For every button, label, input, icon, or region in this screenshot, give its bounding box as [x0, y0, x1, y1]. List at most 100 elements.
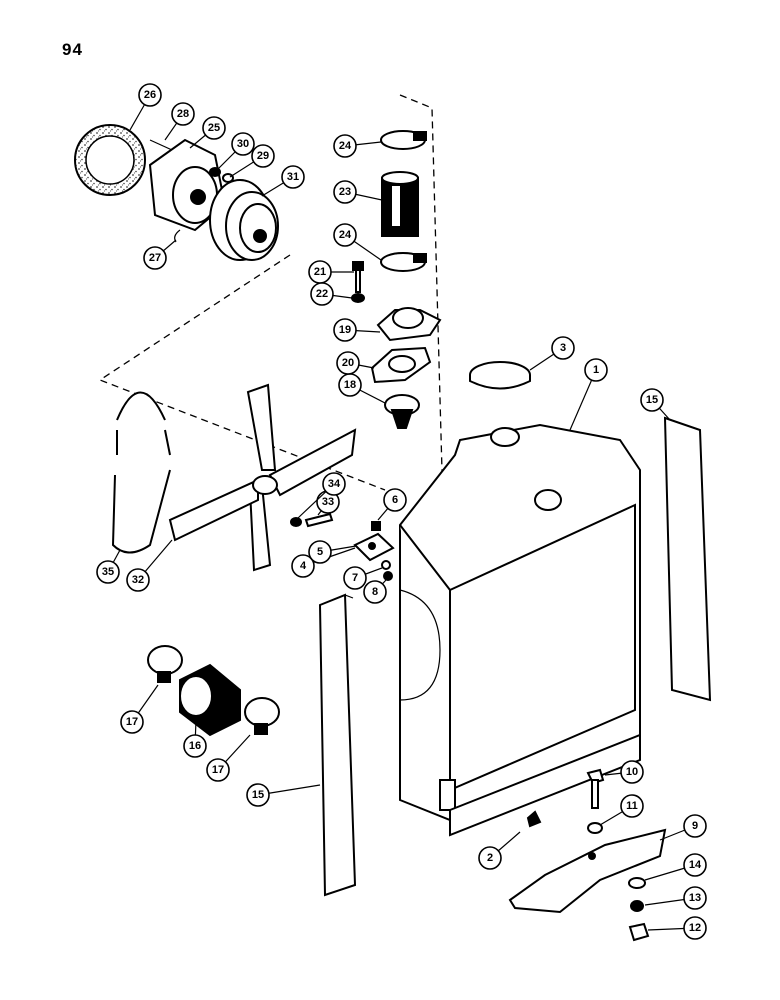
callout-label: 33 — [322, 496, 334, 508]
callout-7: 7 — [343, 566, 383, 590]
callout-15: 15 — [640, 388, 671, 421]
radiator-cap — [469, 361, 531, 390]
callout-label: 28 — [177, 108, 189, 120]
seal-strip-left — [318, 593, 357, 897]
thermostat-gasket — [370, 346, 432, 384]
callout-label: 11 — [626, 800, 638, 812]
callout-21: 21 — [308, 260, 354, 284]
callout-17: 17 — [206, 734, 251, 782]
callout-label: 29 — [257, 150, 269, 162]
callout-label: 3 — [560, 342, 566, 354]
callout-5: 5 — [308, 540, 357, 564]
callout-label: 35 — [102, 566, 114, 578]
callout-circle — [551, 336, 575, 360]
callout-circle — [383, 488, 407, 512]
radiator-part — [399, 423, 641, 837]
gasket-part — [74, 124, 146, 196]
callout-30: 30 — [216, 132, 255, 171]
callout-circle — [333, 318, 357, 342]
callout-circle — [96, 560, 120, 584]
callout-circle — [683, 853, 707, 877]
drain-cock — [526, 810, 542, 828]
callout-24: 24 — [333, 134, 382, 158]
callout-13: 13 — [644, 886, 707, 910]
callout-17: 17 — [120, 684, 159, 734]
callout-label: 4 — [300, 560, 307, 572]
callout-1: 1 — [569, 358, 608, 431]
callout-circle — [308, 540, 332, 564]
callout-label: 32 — [132, 574, 144, 586]
callout-label: 23 — [339, 186, 351, 198]
callout-18: 18 — [338, 373, 386, 404]
callout-22: 22 — [310, 282, 353, 306]
callout-circle — [202, 116, 226, 140]
pulley-part — [209, 179, 279, 261]
callout-circle — [683, 886, 707, 910]
callout-circle — [251, 144, 275, 168]
callout-19: 19 — [333, 318, 381, 342]
callout-11: 11 — [599, 794, 644, 826]
callout-label: 30 — [237, 138, 249, 150]
callout-circle — [206, 758, 230, 782]
callout-circle — [138, 83, 162, 107]
callout-16: 16 — [183, 719, 207, 758]
callout-circle — [333, 134, 357, 158]
callout-3: 3 — [529, 336, 575, 371]
callout-circle — [281, 165, 305, 189]
callout-circle — [126, 568, 150, 592]
callout-label: 10 — [626, 766, 638, 778]
callout-circle — [322, 472, 346, 496]
callout-circle — [620, 794, 644, 818]
callout-label: 2 — [487, 852, 493, 864]
callout-circle — [640, 388, 664, 412]
callout-circle — [310, 282, 334, 306]
callout-label: 17 — [212, 764, 224, 776]
callout-24: 24 — [333, 223, 382, 261]
callout-circle — [143, 246, 167, 270]
callout-label: 34 — [328, 478, 341, 490]
callout-label: 17 — [126, 716, 138, 728]
callout-circle — [363, 580, 387, 604]
fan-belt — [111, 391, 171, 554]
callout-28: 28 — [164, 102, 195, 141]
callout-label: 31 — [287, 171, 299, 183]
thermostat-housing — [376, 307, 442, 342]
callout-31: 31 — [261, 165, 305, 197]
thermostat-part — [384, 394, 420, 429]
callout-35: 35 — [96, 549, 121, 584]
callout-20: 20 — [336, 351, 375, 375]
thermostat-bolt — [351, 261, 365, 303]
callout-label: 9 — [692, 820, 698, 832]
callout-circle — [333, 223, 357, 247]
callout-label: 5 — [317, 546, 323, 558]
callout-circle — [683, 916, 707, 940]
callout-circle — [336, 351, 360, 375]
callout-circle — [333, 180, 357, 204]
callout-circle — [683, 814, 707, 838]
callout-2: 2 — [478, 831, 521, 870]
callout-label: 24 — [339, 229, 352, 241]
callout-label: 20 — [342, 357, 354, 369]
callout-circle — [231, 132, 255, 156]
bracket-hardware — [353, 521, 395, 581]
callout-34: 34 — [297, 472, 346, 519]
callout-label: 13 — [689, 892, 701, 904]
callout-circle — [183, 734, 207, 758]
fan-bolt — [290, 512, 334, 528]
callout-circle — [343, 566, 367, 590]
callout-10: 10 — [604, 760, 644, 784]
callout-33: 33 — [316, 490, 340, 516]
lower-hose-assembly — [147, 645, 280, 737]
callout-label: 21 — [314, 266, 326, 278]
callout-label: 19 — [339, 324, 351, 336]
callout-label: 16 — [189, 740, 201, 752]
callout-label: 1 — [593, 364, 599, 376]
callout-6: 6 — [377, 488, 407, 521]
callout-27: 27 — [143, 239, 177, 270]
callout-circle — [246, 783, 270, 807]
callout-label: 27 — [149, 252, 161, 264]
support-hardware — [586, 768, 650, 942]
callout-label: 18 — [344, 379, 356, 391]
callout-15: 15 — [246, 783, 321, 807]
